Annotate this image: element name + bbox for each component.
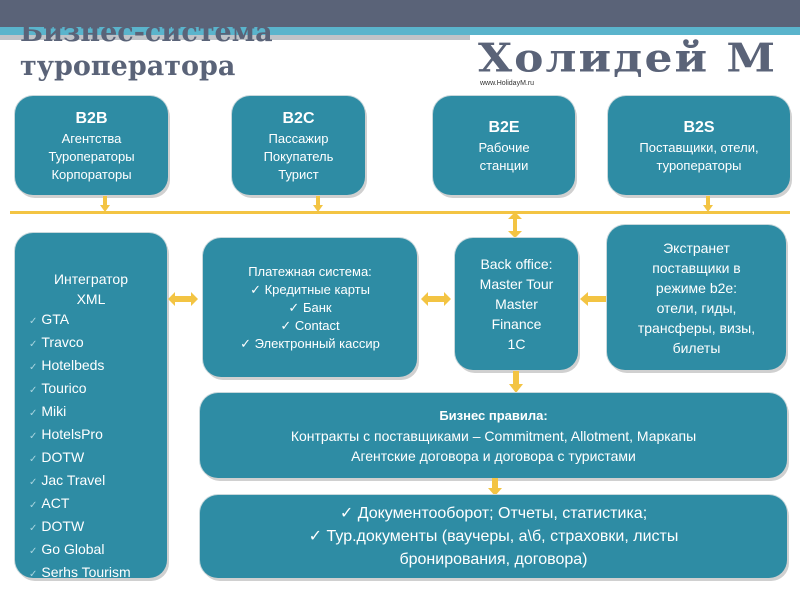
docs-item: ✓ Документооборот; Отчеты, статистика; [339, 505, 648, 522]
bus-line [10, 211, 790, 214]
arrow-down-icon [509, 371, 523, 393]
holiday-m-logo: Холидей М www.HolidayM.ru [478, 35, 778, 87]
arrow-up-down-icon [508, 212, 522, 238]
arrow-left-icon [580, 292, 606, 306]
payment-item: ✓ Электронный кассир [240, 335, 380, 351]
header-stripe-gray [0, 35, 470, 40]
arrow-down-icon [488, 478, 502, 496]
extranet-box: Экстранет поставщики в режиме b2e: отели… [607, 225, 786, 370]
b2s-box: B2S Поставщики, отели, туроператоры [608, 96, 790, 195]
header-stripe [0, 27, 800, 35]
arrow-down-icon [703, 196, 713, 212]
header-band [0, 0, 800, 27]
arrow-left-right-icon [421, 292, 451, 306]
business-rules-box: Бизнес правила: Контракты с поставщиками… [200, 393, 787, 478]
b2e-box: B2E Рабочие станции [433, 96, 575, 195]
payment-item: ✓ Contact [280, 317, 340, 333]
arrow-down-icon [100, 196, 110, 212]
back-office-box: Back office: Master Tour Master Finance … [455, 238, 578, 370]
integrator-list: GTA Travco Hotelbeds Tourico Miki Hotels… [15, 309, 167, 585]
docs-item: ✓ Тур.документы (ваучеры, а\б, страховки… [308, 528, 679, 545]
xml-integrator-box: Интегратор XML GTA Travco Hotelbeds Tour… [15, 233, 167, 580]
payment-system-box: Платежная система: ✓ Кредитные карты ✓ Б… [203, 238, 417, 377]
b2b-box: B2B Агентства Туроператоры Корпораторы [15, 96, 168, 195]
payment-item: ✓ Банк [288, 299, 332, 315]
arrow-down-icon [313, 196, 323, 212]
b2c-box: B2C Пассажир Покупатель Турист [232, 96, 365, 195]
documents-box: ✓ Документооборот; Отчеты, статистика; ✓… [200, 495, 787, 578]
payment-item: ✓ Кредитные карты [250, 281, 370, 297]
arrow-left-right-icon [168, 292, 198, 306]
